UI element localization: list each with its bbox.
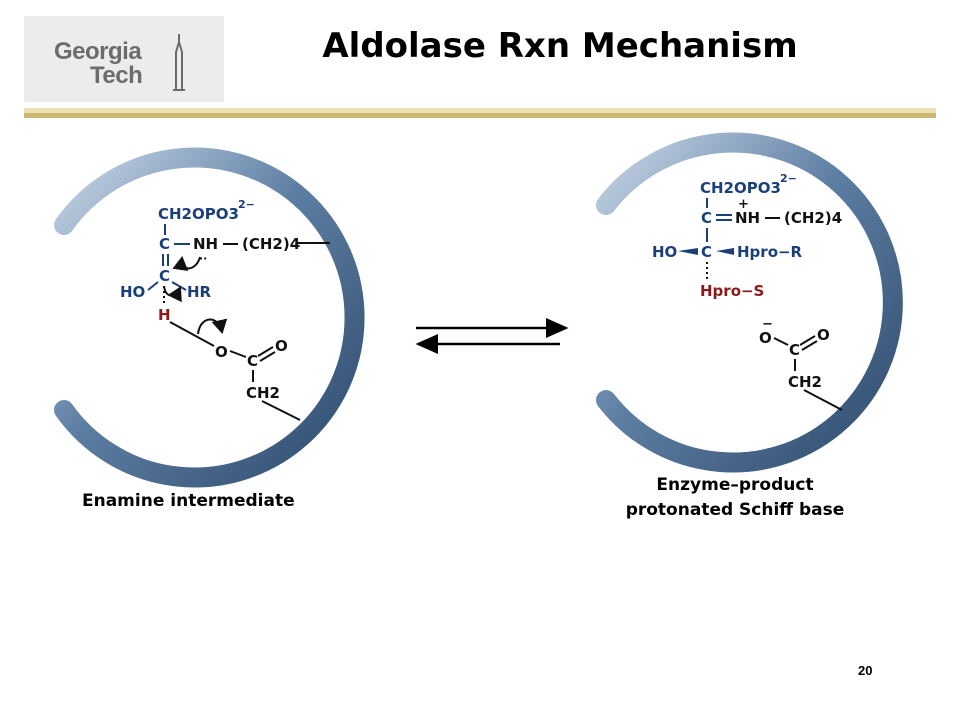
right-c-carb: C xyxy=(789,341,800,359)
left-charge: 2− xyxy=(238,198,255,211)
right-caption-line-2: protonated Schiff base xyxy=(626,500,845,520)
right-plus: + xyxy=(738,197,749,212)
page-title: Aldolase Rxn Mechanism xyxy=(322,26,798,66)
logo-line-2: Tech xyxy=(90,62,143,89)
left-h-red: H xyxy=(158,306,171,324)
left-enzyme: CH2OPO3 2− C NH ·· (CH2)4 C HO HR H O C … xyxy=(54,147,365,511)
left-enzyme-ring xyxy=(54,147,365,488)
right-ho: HO xyxy=(652,243,677,261)
right-o-carb: O xyxy=(817,326,830,344)
left-ho: HO xyxy=(120,283,145,301)
left-ch2: CH2 xyxy=(246,384,280,402)
right-enzyme-ring xyxy=(596,132,903,473)
equilibrium-arrows xyxy=(415,318,569,354)
logo-line-1: Georgia xyxy=(54,38,142,65)
svg-text:··: ·· xyxy=(199,252,207,265)
right-c-mid: C xyxy=(701,243,712,261)
right-c-top: C xyxy=(701,209,712,227)
header-rule-bottom xyxy=(24,113,936,118)
right-enzyme: CH2OPO3 2− + C NH (CH2)4 C HO Hpro−R Hpr… xyxy=(596,132,903,520)
right-charge: 2− xyxy=(780,172,797,185)
left-o-carb: O xyxy=(275,337,288,355)
left-c-carb: C xyxy=(247,352,258,370)
right-h-pro-r: Hpro−R xyxy=(737,243,803,261)
right-caption-line-1: Enzyme–product xyxy=(656,475,813,495)
right-chain: (CH2)4 xyxy=(784,209,842,227)
left-chain: (CH2)4 xyxy=(242,235,300,253)
right-ch2: CH2 xyxy=(788,373,822,391)
right-h-pro-s: Hpro−S xyxy=(700,282,764,300)
header-rule-top xyxy=(24,108,936,113)
left-caption: Enamine intermediate xyxy=(82,491,295,511)
left-ch2opo3: CH2OPO3 xyxy=(158,205,239,223)
left-h-r: HR xyxy=(187,283,212,301)
right-ch2opo3: CH2OPO3 xyxy=(700,179,781,197)
left-nh: NH xyxy=(193,235,218,253)
left-o-minus: O xyxy=(215,343,228,361)
left-c-top: C xyxy=(159,235,170,253)
right-o-minus: O xyxy=(759,329,772,347)
logo: Georgia Tech xyxy=(24,16,224,102)
right-minus: − xyxy=(762,317,773,332)
left-c-mid: C xyxy=(159,267,170,285)
page-number: 20 xyxy=(858,663,873,678)
right-nh: NH xyxy=(735,209,760,227)
tower-icon xyxy=(173,34,185,91)
